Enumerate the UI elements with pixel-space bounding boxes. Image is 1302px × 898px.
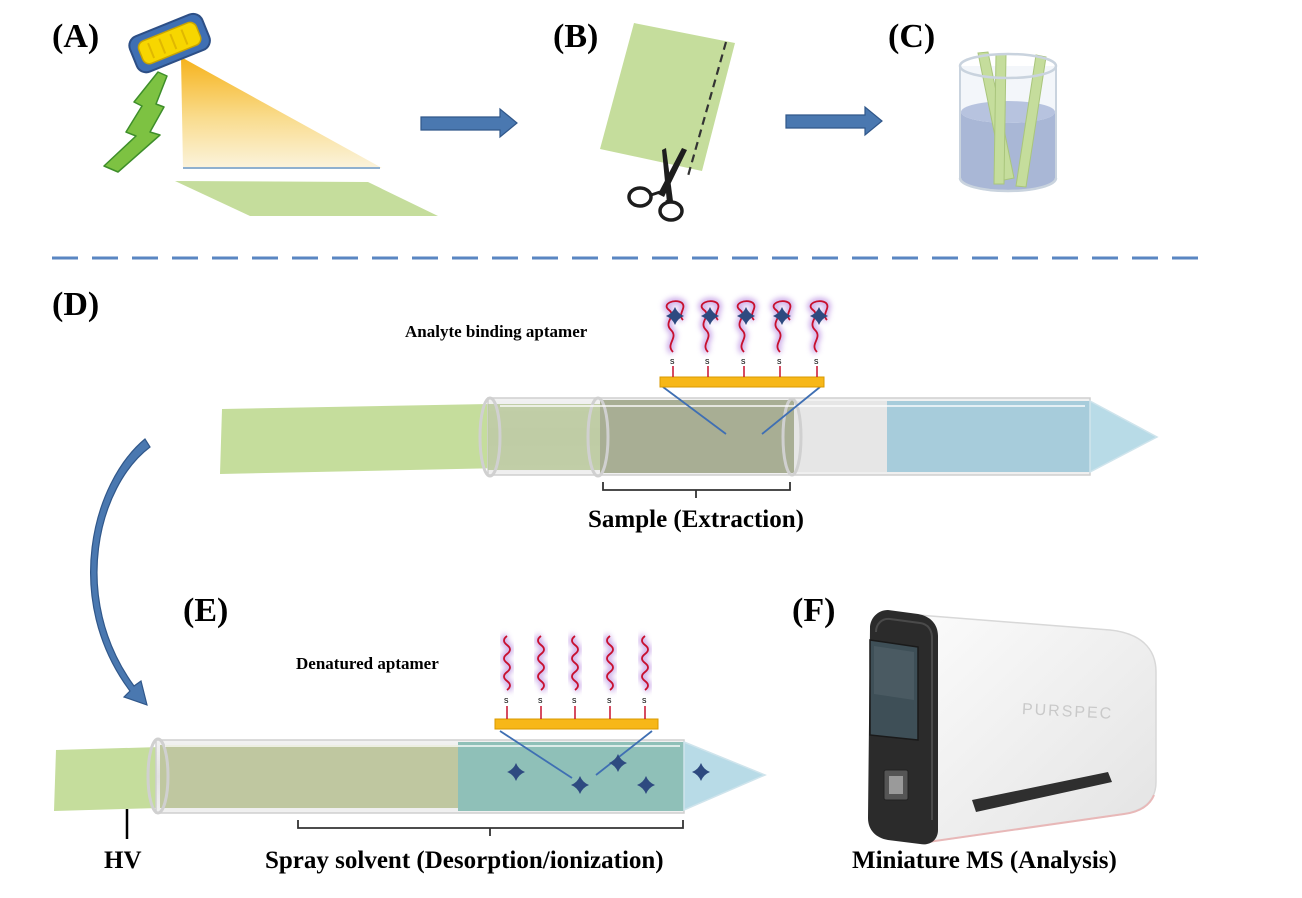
paper-sheet <box>175 181 438 216</box>
lamp-cord-icon <box>103 71 168 173</box>
folded-aptamer: s <box>663 297 687 377</box>
denatured-aptamer: s <box>568 633 582 719</box>
light-beam <box>181 57 382 168</box>
gold-substrate <box>494 718 659 730</box>
spray-section-label: Spray solvent (Desorption/ionization) <box>265 847 664 874</box>
miniature-ms-device: PURSPEC <box>868 610 1157 845</box>
scissors-icon <box>627 148 687 222</box>
panel-label-c: (C) <box>888 18 935 55</box>
thiol-label: s <box>607 695 612 705</box>
thiol-label: s <box>777 356 782 366</box>
arrow-a-to-b <box>420 107 518 139</box>
thiol-label: s <box>814 356 819 366</box>
thiol-label: s <box>538 695 543 705</box>
paper-strip <box>993 53 1007 185</box>
denatured-aptamer: s <box>603 633 617 719</box>
panel-label-a: (A) <box>52 18 99 55</box>
extraction-section-label: Sample (Extraction) <box>588 506 804 533</box>
hv-label: HV <box>104 847 142 874</box>
denatured-aptamer: s <box>500 633 514 719</box>
device-vent <box>972 772 1112 812</box>
bound-analyte-icon <box>737 307 755 325</box>
cutting-illustration <box>600 23 735 222</box>
spray-tip-e <box>683 740 767 812</box>
released-analyte-icon <box>571 776 589 794</box>
released-analyte-icon <box>637 776 655 794</box>
panel-label-b: (B) <box>553 18 598 55</box>
device-body <box>917 614 1157 843</box>
thiol-label: s <box>670 356 675 366</box>
extraction-bracket <box>602 482 791 498</box>
panel-label-e: (E) <box>183 592 228 629</box>
device-brand-label: PURSPEC <box>1022 701 1114 723</box>
thiol-label: s <box>705 356 710 366</box>
denatured-aptamer-label: Denatured aptamer <box>296 654 439 673</box>
paper-substrate-e <box>54 747 160 811</box>
miniature-ms-label: Miniature MS (Analysis) <box>852 847 1117 874</box>
thiol-label: s <box>572 695 577 705</box>
cut-line <box>686 41 728 177</box>
folded-aptamer: s <box>698 297 722 377</box>
spray-tip-d <box>1089 399 1159 474</box>
gold-substrate <box>659 376 825 388</box>
folded-aptamer: s <box>734 297 758 377</box>
panel-label-f: (F) <box>792 592 835 629</box>
bound-analyte-icon <box>666 307 684 325</box>
panel-label-d: (D) <box>52 286 99 323</box>
arrow-d-to-e <box>90 438 151 706</box>
thiol-label: s <box>741 356 746 366</box>
thiol-label: s <box>642 695 647 705</box>
bound-analyte-icon <box>701 307 719 325</box>
paper-inside-tube <box>160 745 458 808</box>
denatured-aptamer: s <box>534 633 548 719</box>
folded-aptamer: s <box>770 297 794 377</box>
spray-assembly <box>54 730 767 839</box>
paper-card <box>600 23 735 171</box>
extraction-assembly <box>220 386 1159 498</box>
spray-bracket <box>297 820 684 836</box>
arrow-b-to-c <box>785 105 883 137</box>
analyte-binding-aptamer-label: Analyte binding aptamer <box>405 322 588 341</box>
bound-analyte-icon <box>773 307 791 325</box>
folded-aptamer: s <box>807 297 831 377</box>
uv-lamp-icon <box>128 12 211 74</box>
extraction-zone <box>600 400 794 473</box>
thiol-label: s <box>504 695 509 705</box>
released-analyte-icon <box>692 763 710 781</box>
beaker-illustration <box>958 51 1058 193</box>
bound-analyte-icon <box>810 307 828 325</box>
denatured-aptamer: s <box>638 633 652 719</box>
released-analyte-icon <box>609 754 627 772</box>
released-analyte-icon <box>507 763 525 781</box>
uv-lamp-illustration <box>103 12 438 216</box>
paper-strip <box>1015 54 1047 188</box>
solvent-zone-d <box>887 401 1090 472</box>
